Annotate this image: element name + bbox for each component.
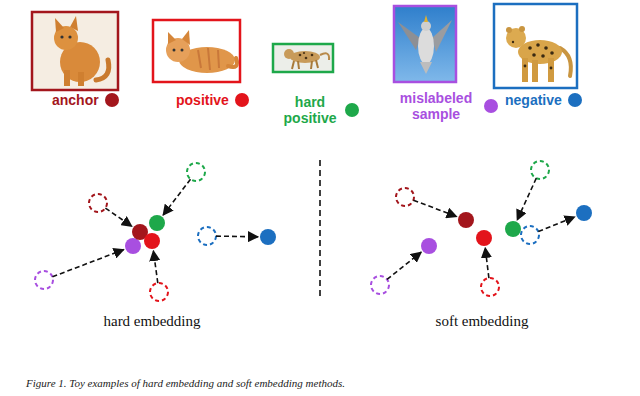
- panel-label: hard embedding: [103, 312, 200, 330]
- legend-swatch: [484, 99, 498, 113]
- figure-caption: Figure 1. Toy examples of hard embedding…: [26, 376, 345, 390]
- positive-photo: [153, 20, 240, 82]
- legend-label: negative: [505, 92, 562, 108]
- mislabeled-photo: [394, 6, 456, 82]
- legend-swatch: [235, 93, 249, 107]
- legend-swatch: [568, 93, 582, 107]
- soft-embedding-plot: [371, 161, 549, 296]
- embedding-points: [125, 215, 276, 254]
- movement-arrows: [387, 178, 575, 279]
- legend-item: hard positive: [281, 94, 359, 126]
- panel-label: soft embedding: [436, 312, 529, 330]
- embedding-points: [421, 205, 592, 254]
- legend-item: negative: [505, 92, 582, 108]
- legend-swatch: [105, 93, 119, 107]
- legend-label: anchor: [52, 92, 99, 108]
- hard-embedding-plot: [35, 163, 216, 301]
- legend-swatch: [345, 103, 359, 117]
- movement-arrows: [52, 179, 258, 283]
- legend-label: hard positive: [281, 94, 339, 126]
- anchor-photo: [32, 12, 118, 90]
- legend-label: mislabeled sample: [394, 90, 478, 122]
- legend-item: mislabeled sample: [394, 90, 498, 122]
- divider: [319, 160, 321, 300]
- legend-item: positive: [176, 92, 249, 108]
- legend-label: positive: [176, 92, 229, 108]
- hard-positive-photo: [273, 44, 333, 72]
- legend-item: anchor: [52, 92, 119, 108]
- negative-photo: [494, 4, 577, 88]
